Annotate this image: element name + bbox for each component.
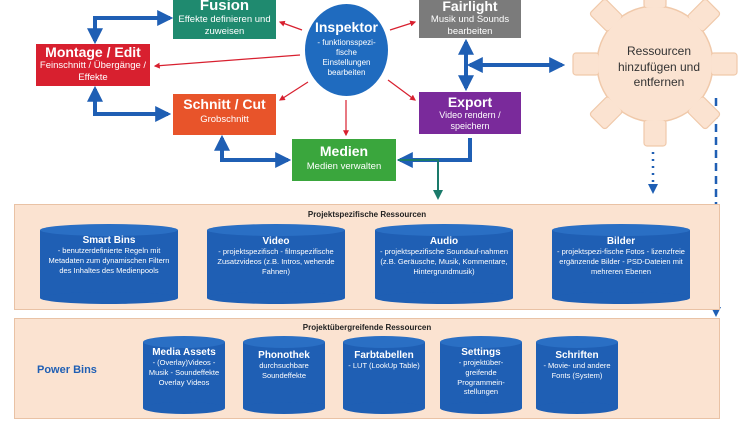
medien-title: Medien — [319, 143, 369, 159]
bilder-text: - projektspezi-fische Fotos - lizenzfrei… — [557, 247, 685, 276]
project-resources-title: Projektspezifische Ressourcen — [307, 210, 427, 219]
schriften-text: - Movie- und andere Fonts (System) — [543, 361, 611, 380]
audio-title: Audio — [429, 236, 459, 247]
schriften-title: Schriften — [555, 350, 599, 361]
schnitt-subtitle: Grobschnitt — [200, 113, 249, 125]
cylinder-phonothek: Phonothek durchsuchbare Soundeffekte — [243, 336, 325, 414]
arrow-export-medien — [396, 138, 472, 168]
media-assets-text: - (Overlay)Videos - Musik - Soundeffekte… — [148, 358, 220, 387]
fairlight-subtitle: Musik und Sounds bearbeiten — [430, 13, 510, 37]
export-subtitle: Video rendern / speichern — [439, 109, 501, 131]
power-bins-label: Power Bins — [37, 364, 97, 376]
gear-icon — [572, 0, 738, 147]
cylinder-smart-bins: Smart Bins - benutzerdefinierte Regeln m… — [40, 224, 178, 304]
fusion-title: Fusion — [199, 0, 250, 14]
cylinder-media-assets: Media Assets - (Overlay)Videos - Musik -… — [143, 336, 225, 414]
montage-module: Montage / Edit Feinschnitt / Übergänge /… — [36, 44, 150, 86]
arrow-montage-schnitt — [87, 85, 172, 122]
arrow-fusion-montage — [87, 10, 174, 45]
phonothek-text: durchsuchbare Soundeffekte — [259, 361, 309, 380]
cylinder-farbtabellen: Farbtabellen - LUT (LookUp Table) — [343, 336, 425, 414]
arrow-medien-panel — [398, 159, 443, 200]
phonothek-title: Phonothek — [258, 350, 310, 361]
settings-text: - projektüber-greifende Programmein-stel… — [457, 358, 505, 397]
schnitt-title: Schnitt / Cut — [183, 96, 266, 112]
audio-text: - projektspezifische Soundauf-nahmen (z.… — [380, 247, 508, 276]
montage-title: Montage / Edit — [45, 44, 141, 60]
montage-subtitle: Feinschnitt / Übergänge / Effekte — [39, 59, 147, 83]
farbtabellen-text: - LUT (LookUp Table) — [348, 361, 420, 370]
gear-label: Ressourcen hinzufügen und entfernen — [617, 44, 701, 90]
fusion-module: Fusion Effekte definieren und zuweisen — [173, 0, 276, 39]
smart-bins-title: Smart Bins — [82, 235, 136, 246]
arrow-schnitt-medien — [214, 134, 292, 168]
schnitt-module: Schnitt / Cut Grobschnitt — [173, 94, 276, 135]
video-text: - projektspezifisch - filmspezifische Zu… — [217, 247, 335, 276]
medien-module: Medien Medien verwalten — [292, 139, 396, 181]
cylinder-bilder: Bilder - projektspezi-fische Fotos - liz… — [552, 224, 690, 304]
video-title: Video — [262, 236, 290, 247]
export-module: Export Video rendern / speichern — [419, 92, 521, 134]
smart-bins-text: - benutzerdefinierte Regeln mit Metadate… — [48, 246, 170, 275]
inspektor-module: Inspektor - funktionsspezi-fische Einste… — [303, 2, 390, 98]
fusion-subtitle: Effekte definieren und zuweisen — [178, 13, 271, 37]
cylinder-schriften: Schriften - Movie- und andere Fonts (Sys… — [536, 336, 618, 414]
bilder-title: Bilder — [606, 236, 636, 247]
medien-subtitle: Medien verwalten — [306, 160, 382, 172]
fairlight-title: Fairlight — [442, 0, 498, 14]
global-resources-title: Projektübergreifende Ressourcen — [302, 323, 432, 332]
media-assets-title: Media Assets — [152, 347, 216, 358]
farbtabellen-title: Farbtabellen — [354, 350, 414, 361]
fairlight-module: Fairlight Musik und Sounds bearbeiten — [419, 0, 521, 38]
export-title: Export — [447, 94, 493, 110]
cylinder-audio: Audio - projektspezifische Soundauf-nahm… — [375, 224, 513, 304]
cylinder-video: Video - projektspezifisch - filmspezifis… — [207, 224, 345, 304]
cylinder-settings: Settings - projektüber-greifende Program… — [440, 336, 522, 414]
settings-title: Settings — [461, 347, 501, 358]
inspektor-title: Inspektor — [314, 19, 378, 35]
inspektor-subtitle: - funktionsspezi-fische Einstellungen be… — [317, 37, 376, 77]
